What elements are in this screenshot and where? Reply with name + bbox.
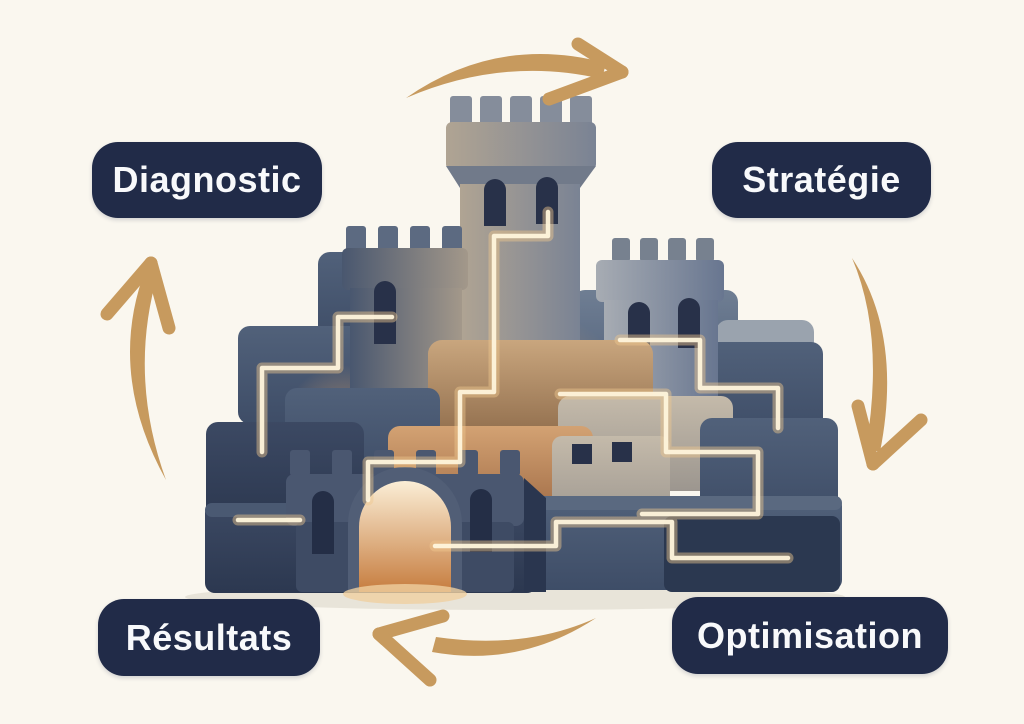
tower-crown xyxy=(596,260,724,302)
battlements xyxy=(450,96,592,126)
circuit-lines xyxy=(235,209,791,561)
arrow-top xyxy=(406,37,629,106)
label-optimisation-text: Optimisation xyxy=(696,614,923,656)
tower-window xyxy=(374,281,396,344)
castle-gatehouse xyxy=(286,450,546,604)
label-diagnostic: Diagnostic xyxy=(92,142,322,218)
arrow-body xyxy=(852,258,888,452)
arrow-bottom xyxy=(372,609,596,687)
label-strategie: Stratégie xyxy=(712,142,931,218)
arrow-body xyxy=(130,268,166,480)
arrow-body xyxy=(406,53,606,98)
tower-shaft xyxy=(460,184,580,346)
arrow-head xyxy=(851,399,928,471)
label-resultats: Résultats xyxy=(98,599,320,676)
castle-tower-center xyxy=(446,96,596,346)
tower-crown xyxy=(446,122,596,170)
arrow-head xyxy=(542,37,629,106)
battlements xyxy=(346,226,462,252)
arrow-head xyxy=(372,609,450,687)
gatehouse-window xyxy=(470,489,492,552)
battlements xyxy=(612,238,714,262)
castle-window-square xyxy=(572,444,592,464)
tower-cornice xyxy=(446,166,596,188)
arrow-body xyxy=(432,618,596,656)
arrow-head xyxy=(100,256,176,335)
arrow-left xyxy=(100,256,176,480)
label-resultats-text: Résultats xyxy=(125,616,293,658)
castle-illustration xyxy=(185,96,845,610)
gatehouse-window xyxy=(312,491,334,554)
tower-window xyxy=(484,179,506,226)
gate-arch-glow xyxy=(359,481,451,592)
castle-window-square xyxy=(612,442,632,462)
tower-crown xyxy=(342,248,468,290)
castle-wall xyxy=(664,516,840,592)
castle-wall-top xyxy=(528,496,842,510)
castle-block xyxy=(700,418,838,518)
label-optimisation: Optimisation xyxy=(672,597,948,674)
label-strategie-text: Stratégie xyxy=(742,159,901,200)
tower-window xyxy=(678,298,700,348)
tower-window xyxy=(536,177,558,224)
arrow-right xyxy=(851,258,928,471)
gate-light-spill xyxy=(343,584,467,604)
label-diagnostic-text: Diagnostic xyxy=(112,159,302,200)
gatehouse-side-face xyxy=(524,478,546,592)
